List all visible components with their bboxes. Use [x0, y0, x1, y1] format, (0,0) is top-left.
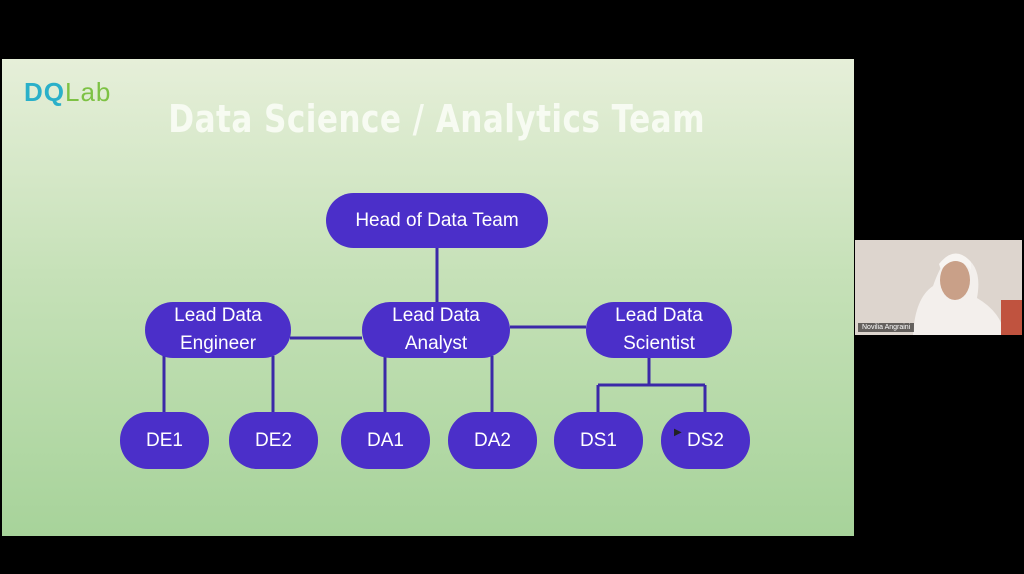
node-de1: DE1 — [120, 412, 209, 469]
node-da1: DA1 — [341, 412, 430, 469]
node-ds1: DS1 — [554, 412, 643, 469]
participant-video-tile[interactable]: Novilia Angraini — [855, 240, 1022, 335]
node-ds2: DS2 — [661, 412, 750, 469]
slide-title: Data Science / Analytics Team — [168, 97, 705, 141]
node-da2: DA2 — [448, 412, 537, 469]
node-lead-data-scientist: Lead Data Scientist — [586, 302, 732, 358]
node-lead-data-engineer: Lead Data Engineer — [145, 302, 291, 358]
node-de2: DE2 — [229, 412, 318, 469]
node-head-of-data-team: Head of Data Team — [326, 193, 548, 248]
presentation-slide: DQLab Data Science / Analytics Team Head… — [2, 59, 854, 536]
participant-name-label: Novilia Angraini — [858, 323, 915, 332]
dqlab-logo: DQLab — [24, 77, 112, 107]
participant-avatar — [855, 240, 1022, 335]
mouse-cursor-icon: ▶ — [674, 427, 682, 438]
node-lead-data-analyst: Lead Data Analyst — [362, 302, 510, 358]
org-chart-connectors — [162, 246, 707, 414]
